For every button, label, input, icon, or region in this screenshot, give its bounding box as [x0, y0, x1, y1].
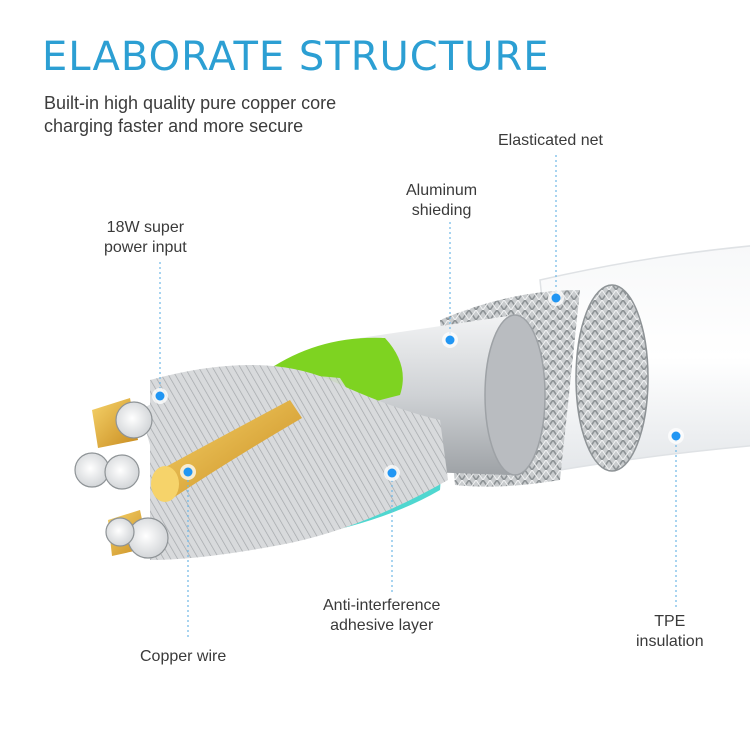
page-title: ELABORATE STRUCTURE	[42, 34, 550, 80]
callout-adhesive-layer: Anti-interference adhesive layer	[323, 596, 440, 636]
callout-aluminum-line-2: shieding	[411, 202, 472, 219]
callout-aluminum-shielding: Aluminum shieding	[406, 181, 477, 221]
callout-tpe-insulation: TPE insulation	[636, 612, 704, 652]
subtitle-line-2: charging faster and more secure	[44, 116, 304, 136]
callout-tpe-line-1: TPE	[654, 613, 686, 630]
subtitle-line-1: Built-in high quality pure copper core	[44, 93, 337, 113]
callout-tpe-line-2: insulation	[636, 633, 704, 650]
callout-elasticated-net: Elasticated net	[498, 132, 603, 149]
callout-power-line-2: power input	[104, 239, 187, 256]
callout-copper-wire: Copper wire	[140, 648, 227, 665]
page-subtitle: Built-in high quality pure copper core c…	[44, 92, 336, 138]
strand-tips	[74, 401, 169, 559]
callout-adhesive-line-1: Anti-interference	[323, 597, 441, 614]
callout-power-input: 18W super power input	[104, 218, 187, 258]
callout-aluminum-line-1: Aluminum	[406, 182, 478, 199]
markers	[152, 290, 684, 481]
callout-adhesive-line-2: adhesive layer	[330, 617, 434, 634]
callout-power-line-1: 18W super	[106, 219, 185, 236]
leader-lines	[159, 155, 677, 640]
